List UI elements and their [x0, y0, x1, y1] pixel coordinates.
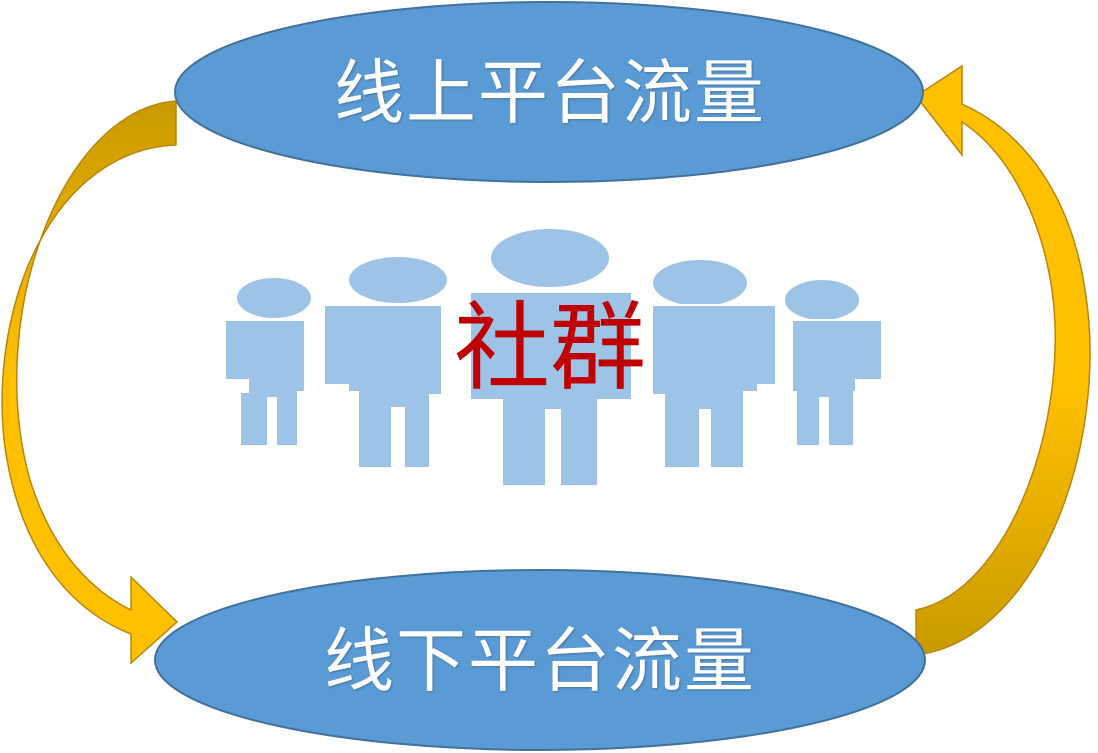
people-group-icon — [224, 227, 883, 487]
person-icon — [651, 258, 777, 469]
bottom-node-label: 线下平台流量 — [324, 620, 756, 702]
person-icon — [783, 278, 883, 447]
center-label: 社群 — [454, 292, 646, 404]
person-icon — [323, 255, 449, 469]
top-node-label: 线上平台流量 — [334, 52, 766, 134]
top-node-ellipse — [174, 1, 924, 183]
right-cycle-arrow — [914, 64, 1091, 656]
person-icon — [224, 276, 313, 447]
bottom-node-ellipse — [154, 569, 926, 751]
person-icon — [469, 227, 633, 487]
left-cycle-arrow — [1, 100, 179, 665]
